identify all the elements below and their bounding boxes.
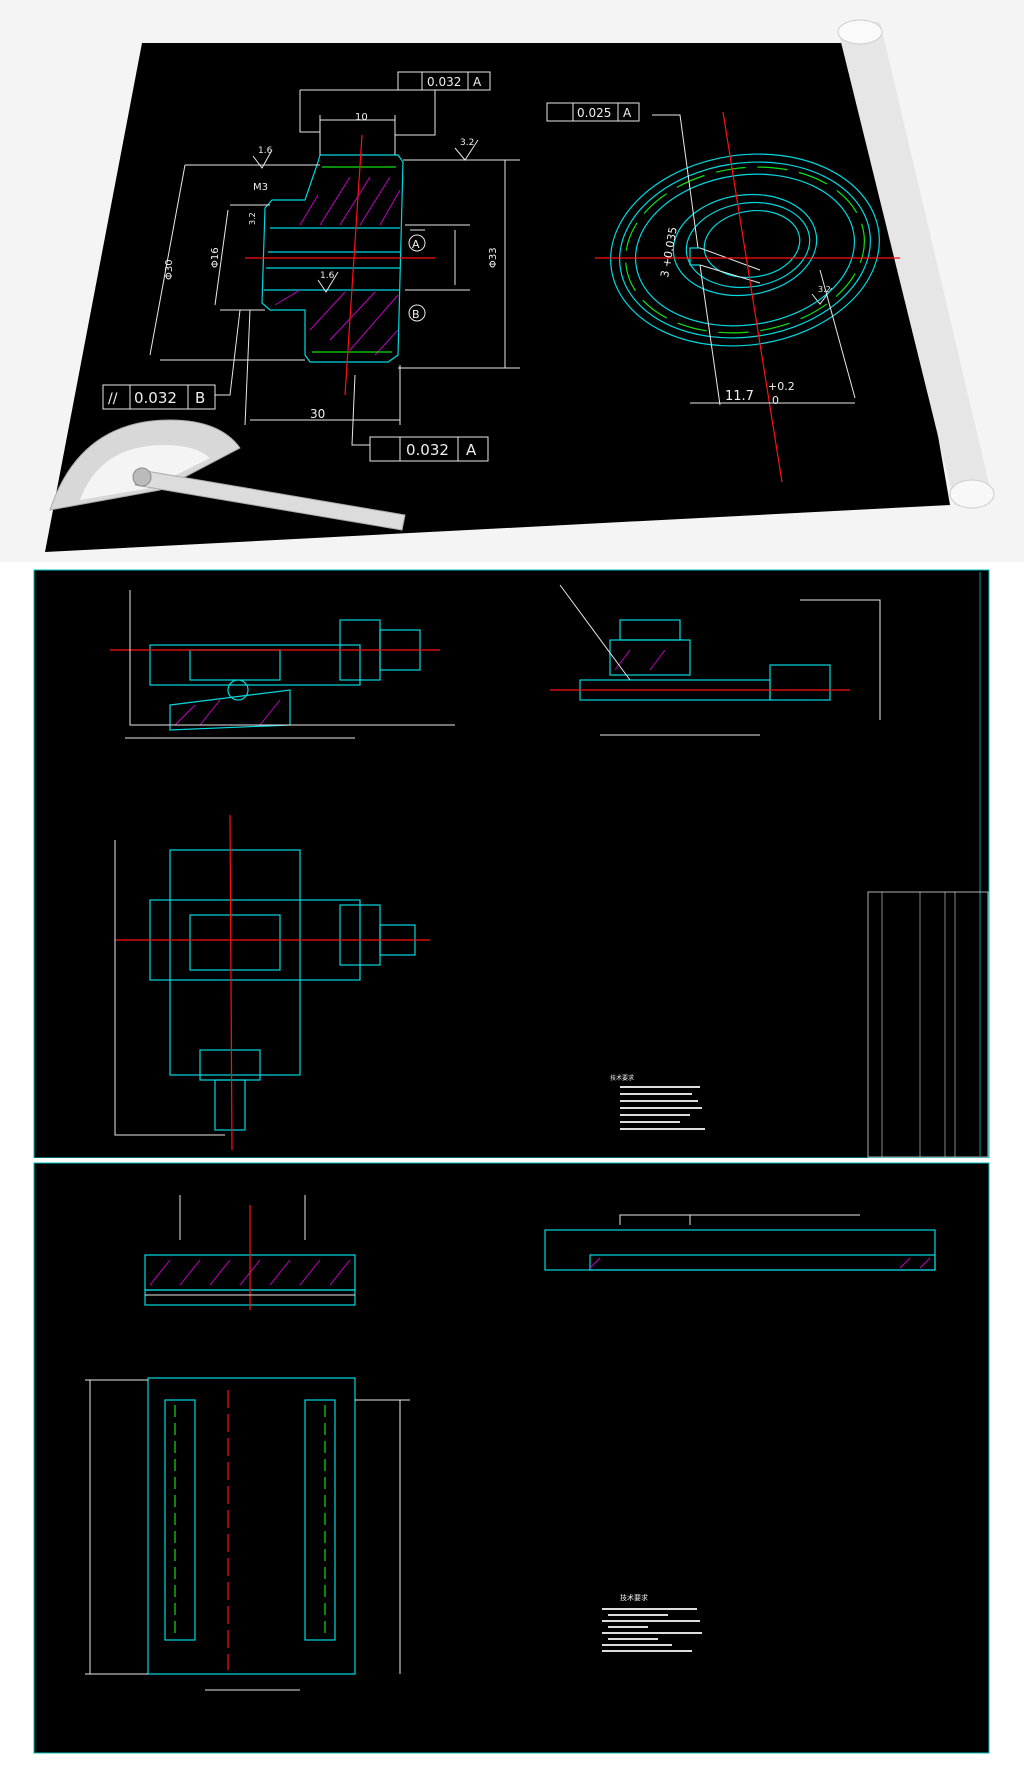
- roughness-label: 3.2: [460, 138, 474, 148]
- paper-roll: [837, 19, 995, 509]
- notes-title: 技术要求: [610, 1074, 634, 1082]
- svg-text:0.025: 0.025: [577, 106, 611, 120]
- side-view: [550, 584, 881, 736]
- svg-text:0.032: 0.032: [427, 75, 461, 89]
- keyway-tol-lower: 0: [772, 394, 779, 407]
- shaft-section-view: [149, 89, 520, 446]
- dim-width-top: 10: [355, 112, 368, 123]
- assembly-drawing-panel: 技术要求: [0, 562, 1024, 1167]
- section-view: [144, 1195, 356, 1310]
- dia-16-label: Φ16: [210, 247, 221, 268]
- roughness-label: 3.2: [248, 212, 257, 225]
- keyway-depth-label: 11.7: [725, 389, 754, 404]
- plan-view: [85, 1377, 410, 1691]
- roughness-label: 3.2: [818, 285, 831, 294]
- part-drawing-panel: 技术要求: [0, 1158, 1024, 1780]
- svg-text:B: B: [195, 389, 205, 407]
- fcf-right: 0.025 A: [546, 102, 640, 122]
- fcf-left: // 0.032 B: [102, 384, 216, 410]
- part-notes: 技术要求: [602, 1593, 702, 1652]
- dia-30-label: Φ30: [164, 259, 175, 280]
- fcf-bottom: 0.032 A: [369, 436, 489, 462]
- datum-b-label: B: [412, 308, 420, 321]
- roughness-label: 1.6: [320, 271, 335, 281]
- parts-list-table: [867, 891, 989, 1158]
- disc-end-view: [595, 111, 900, 483]
- fcf-top: 0.032 A: [397, 71, 491, 91]
- svg-text://: //: [108, 391, 118, 407]
- svg-text:A: A: [466, 441, 477, 459]
- svg-text:0.032: 0.032: [406, 441, 449, 459]
- front-view: [110, 590, 455, 739]
- notes-title: 技术要求: [620, 1593, 648, 1602]
- keyway-tol-upper: +0.2: [768, 380, 795, 393]
- svg-text:A: A: [623, 106, 632, 120]
- roughness-label: 1.6: [258, 146, 273, 156]
- top-panel: A B 0.032 A 0.032 A // 0.032 B: [0, 0, 1024, 562]
- datum-b-marker: B: [408, 304, 426, 322]
- protractor-icon: [49, 419, 406, 531]
- datum-a-marker: A: [408, 234, 426, 252]
- svg-text:A: A: [473, 75, 482, 89]
- top-view: [114, 814, 430, 1151]
- elevation-view: [544, 1214, 936, 1271]
- assembly-notes: 技术要求: [610, 1074, 705, 1130]
- thread-label: M3: [253, 182, 268, 193]
- dim-width-bottom: 30: [310, 407, 325, 421]
- dia-33-label: Φ33: [488, 247, 499, 268]
- datum-a-label: A: [412, 238, 420, 251]
- svg-text:0.032: 0.032: [134, 389, 177, 407]
